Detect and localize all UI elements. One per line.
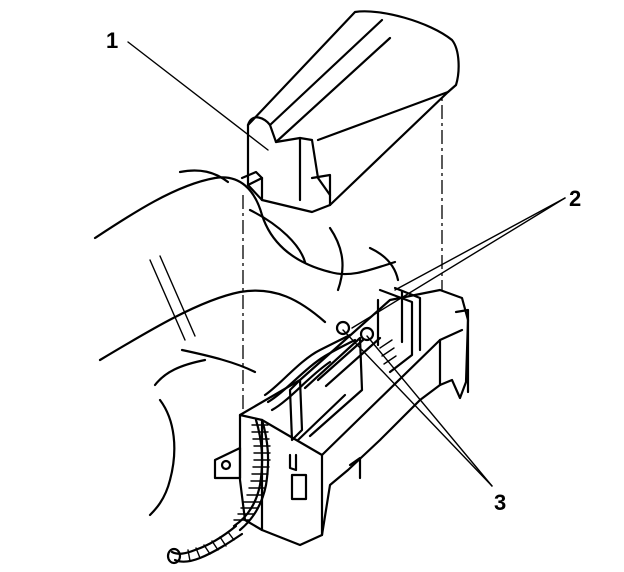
- callout-1: 1: [106, 28, 118, 53]
- mounting-surface: [93, 169, 400, 517]
- leader-line-2a: [394, 197, 566, 291]
- alignment-lines: [242, 80, 443, 420]
- leader-lines: [127, 41, 566, 487]
- leader-line-2b: [351, 197, 566, 329]
- fuse-block-base: [213, 286, 470, 547]
- wiring-harness: [166, 333, 357, 565]
- leader-line-3a: [342, 329, 493, 487]
- fuse-block-cover: [240, 10, 460, 214]
- leader-line-1: [127, 41, 269, 151]
- leader-line-3b: [366, 335, 493, 487]
- callout-3: 3: [494, 490, 506, 515]
- fastener-screws: [335, 320, 375, 342]
- callout-2: 2: [569, 186, 581, 211]
